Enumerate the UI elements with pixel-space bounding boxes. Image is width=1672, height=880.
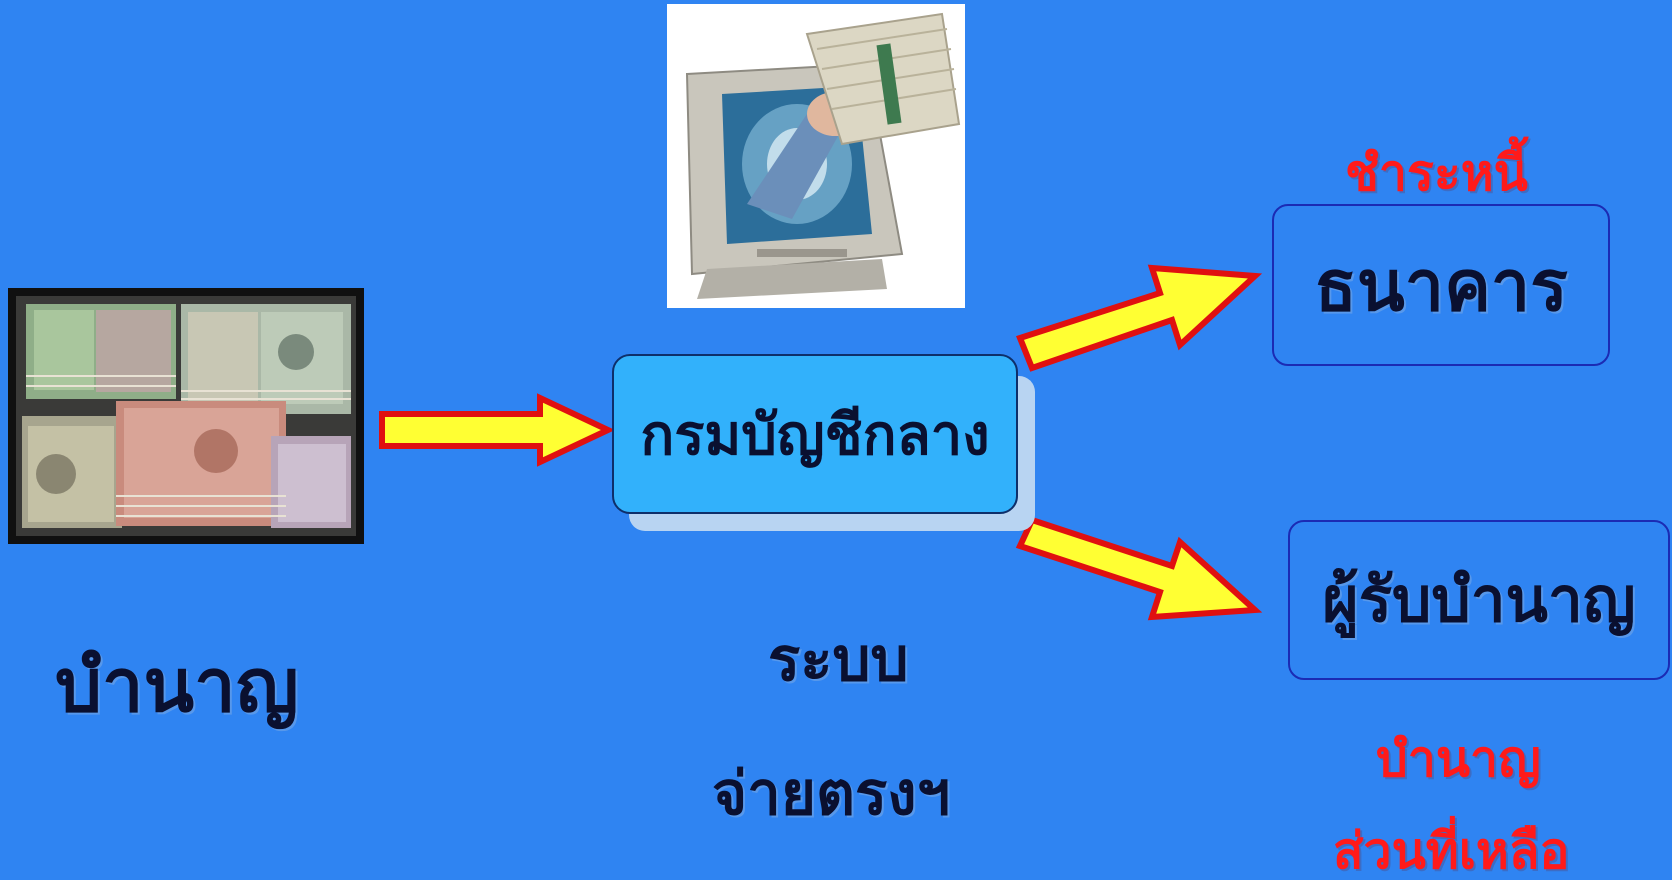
recipient-label: ผู้รับบำนาญ bbox=[1322, 563, 1636, 636]
recipient-note-line2: ส่วนที่เหลือ bbox=[1333, 822, 1570, 880]
central-department-box: กรมบัญชีกลาง bbox=[612, 354, 1018, 514]
recipient-note-line1: บำนาญ bbox=[1376, 730, 1541, 788]
recipient-box: ผู้รับบำนาญ bbox=[1288, 520, 1670, 680]
arrow-to-bank bbox=[1016, 264, 1263, 372]
arrow-to-center bbox=[379, 393, 616, 467]
bank-box: ธนาคาร bbox=[1272, 204, 1610, 366]
source-label: บำนาญ bbox=[55, 643, 299, 729]
bank-label: ธนาคาร bbox=[1314, 244, 1568, 327]
central-department-label: กรมบัญชีกลาง bbox=[640, 402, 990, 468]
system-label-line1: ระบบ bbox=[768, 625, 909, 695]
arrow-to-recipient bbox=[1015, 516, 1263, 621]
bank-note: ชำระหนี้ bbox=[1345, 144, 1528, 202]
banknote-stacks-photo bbox=[8, 288, 364, 544]
hand-with-money-from-monitor-photo bbox=[667, 4, 965, 308]
system-label-line2: จ่ายตรงฯ bbox=[712, 759, 951, 829]
